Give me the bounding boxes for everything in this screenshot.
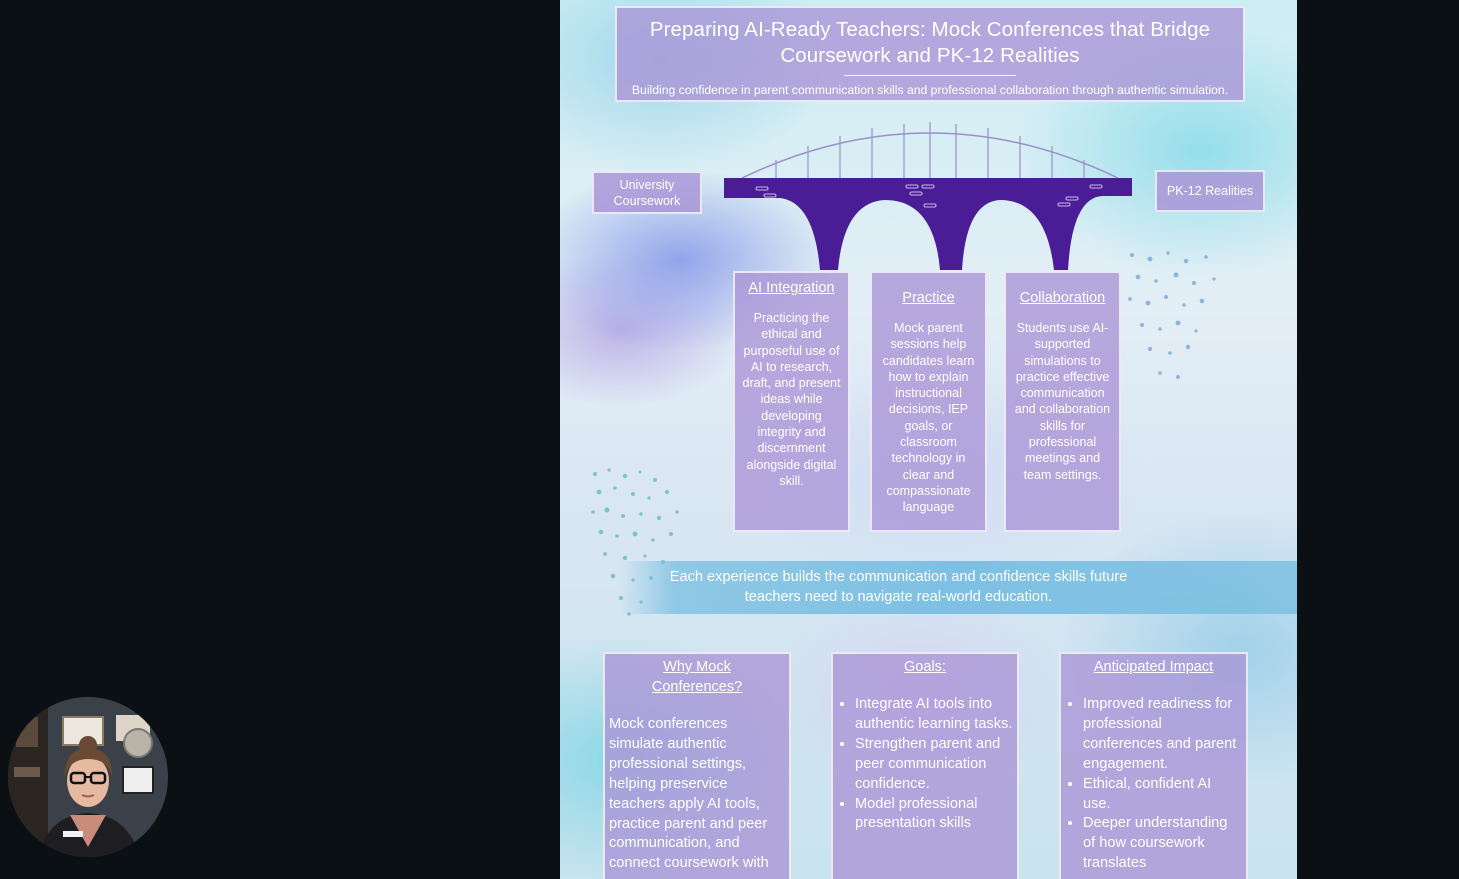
title-divider — [844, 75, 1016, 76]
presenter-video-icon — [8, 697, 168, 857]
goals-item: Integrate AI tools into authentic learni… — [855, 695, 1013, 735]
title-panel: Preparing AI-Ready Teachers: Mock Confer… — [615, 6, 1245, 102]
decorative-dots-right — [1128, 251, 1216, 379]
goals-list: Integrate AI tools into authentic learni… — [833, 695, 1017, 834]
card-practice-title: Practice — [902, 290, 955, 306]
card-practice: Practice Mock parent sessions help candi… — [870, 271, 987, 532]
card-goals-title: Goals: — [904, 659, 946, 675]
card-why-mock-conferences: Why Mock Conferences? Mock conferences s… — [603, 652, 791, 879]
poster-subtitle: Building confidence in parent communicat… — [631, 83, 1229, 97]
card-why-title: Why Mock Conferences? — [651, 659, 743, 695]
label-university-coursework-text: University Coursework — [613, 177, 681, 208]
card-impact-title: Anticipated Impact — [1093, 659, 1214, 675]
card-collaboration: Collaboration Students use AI-supported … — [1004, 271, 1121, 532]
label-university-coursework: University Coursework — [592, 171, 702, 214]
summary-banner-text: Each experience builds the communication… — [669, 569, 1128, 605]
card-collaboration-title: Collaboration — [1019, 290, 1106, 306]
bridge-deck — [724, 178, 1132, 270]
card-ai-integration: AI Integration Practicing the ethical an… — [733, 271, 850, 532]
impact-list: Improved readiness for professional conf… — [1061, 695, 1246, 874]
bridge-texture — [755, 184, 1103, 208]
label-pk12-realities-text: PK-12 Realities — [1166, 184, 1254, 198]
poster-canvas: Preparing AI-Ready Teachers: Mock Confer… — [560, 0, 1297, 879]
card-ai-integration-title: AI Integration — [748, 280, 835, 296]
impact-item: Deeper understanding of how coursework t… — [1083, 814, 1242, 874]
goals-item: Strengthen parent and peer communication… — [855, 735, 1013, 795]
goals-item: Model professional presentation skills — [855, 795, 1013, 835]
impact-item: Ethical, confident AI use. — [1083, 775, 1242, 815]
card-practice-text: Mock parent sessions help candidates lea… — [882, 321, 975, 515]
card-goals: Goals: Integrate AI tools into authentic… — [831, 652, 1019, 879]
card-why-text: Mock conferences simulate authentic prof… — [609, 716, 769, 872]
impact-item: Improved readiness for professional conf… — [1083, 695, 1242, 775]
bridge-illustration — [724, 122, 1132, 270]
card-collaboration-text: Students use AI-supported simulations to… — [1014, 321, 1111, 482]
poster-title: Preparing AI-Ready Teachers: Mock Confer… — [649, 18, 1211, 67]
presenter-webcam[interactable] — [8, 697, 168, 857]
bridge-cables — [775, 122, 1085, 178]
card-anticipated-impact: Anticipated Impact Improved readiness fo… — [1059, 652, 1248, 879]
label-pk12-realities: PK-12 Realities — [1155, 170, 1265, 212]
card-ai-integration-text: Practicing the ethical and purposeful us… — [742, 311, 841, 488]
summary-banner: Each experience builds the communication… — [620, 561, 1297, 614]
